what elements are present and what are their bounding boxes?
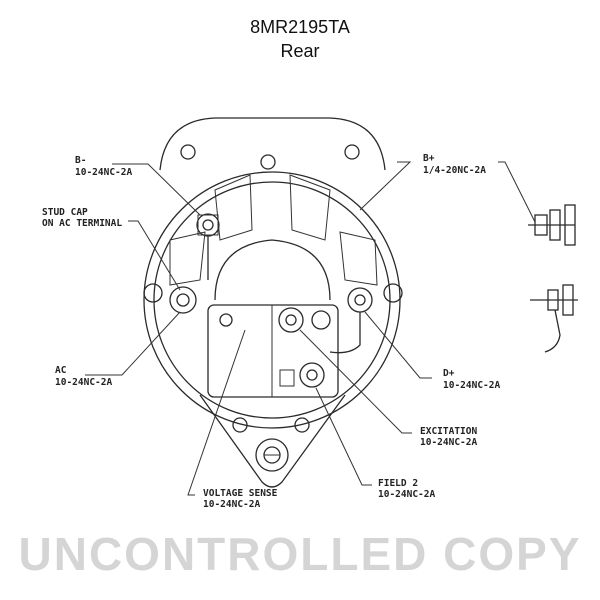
label-field2: FIELD 2 bbox=[378, 478, 418, 489]
part-number-title: 8MR2195TA bbox=[250, 17, 350, 37]
label-voltage-sense-spec: 10-24NC-2A bbox=[203, 499, 260, 510]
view-subtitle: Rear bbox=[280, 41, 320, 61]
label-b-plus-spec: 1/4-20NC-2A bbox=[423, 165, 486, 176]
d-plus-connector-side-view bbox=[530, 284, 578, 353]
terminal-b-minus bbox=[196, 213, 220, 237]
terminal-field2 bbox=[299, 362, 325, 388]
label-d-plus-spec: 10-24NC-2A bbox=[443, 380, 500, 391]
label-field2-spec: 10-24NC-2A bbox=[378, 489, 435, 500]
alternator-housing bbox=[143, 117, 403, 488]
label-excitation-spec: 10-24NC-2A bbox=[420, 437, 477, 448]
watermark: UNCONTROLLED COPY bbox=[19, 528, 582, 580]
label-b-plus: B+ bbox=[423, 153, 435, 164]
label-b-minus: B- bbox=[75, 155, 86, 166]
label-voltage-sense: VOLTAGE SENSE bbox=[203, 488, 278, 499]
label-stud-cap: STUD CAP bbox=[42, 207, 88, 218]
b-plus-connector-side-view bbox=[528, 204, 576, 246]
terminal-d-plus bbox=[347, 287, 373, 313]
label-b-minus-spec: 10-24NC-2A bbox=[75, 167, 132, 178]
label-d-plus: D+ bbox=[443, 368, 455, 379]
label-ac-spec: 10-24NC-2A bbox=[55, 377, 112, 388]
label-excitation: EXCITATION bbox=[420, 426, 477, 437]
terminal-excitation bbox=[278, 307, 304, 333]
label-stud-cap-line2: ON AC TERMINAL bbox=[42, 218, 122, 229]
leader-lines bbox=[85, 161, 536, 496]
label-ac: AC bbox=[55, 365, 67, 376]
terminal-ac bbox=[169, 286, 197, 314]
